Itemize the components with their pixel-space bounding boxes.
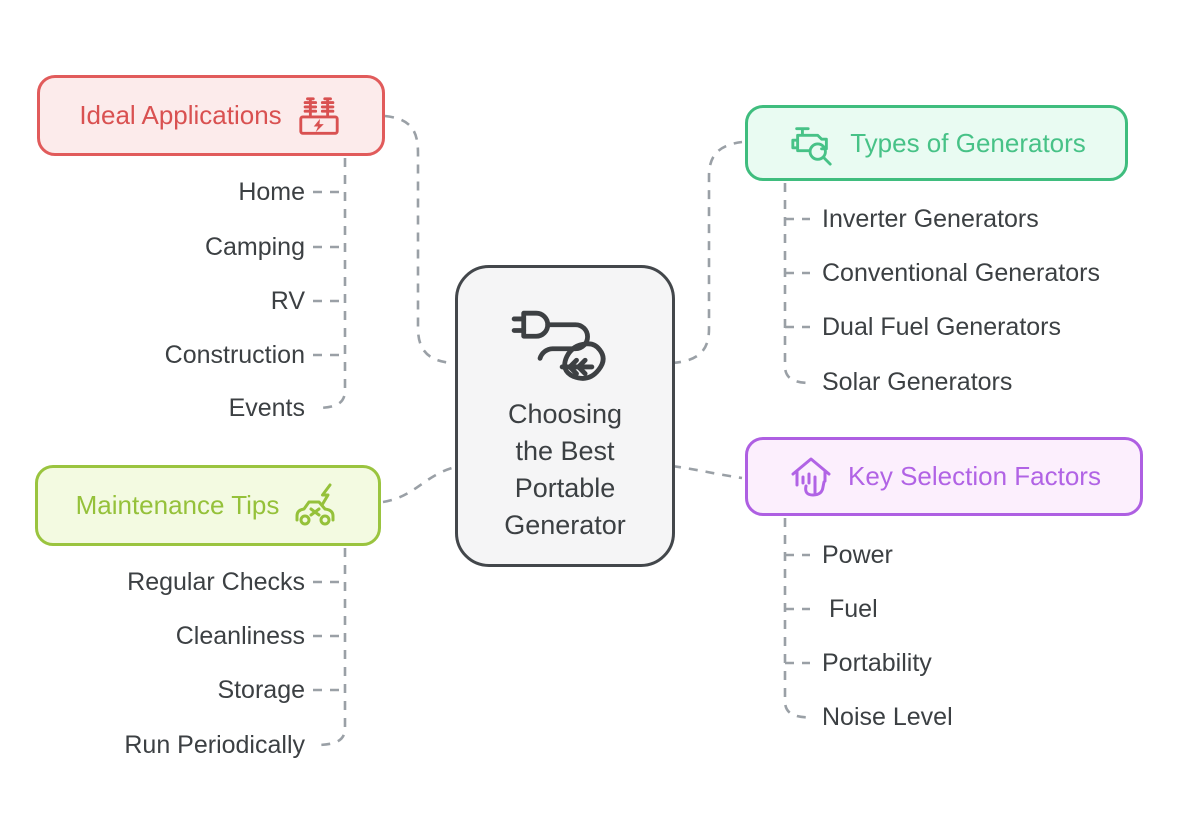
car-service-icon [292,482,340,530]
child-conventional-generators[interactable]: Conventional Generators [822,259,1100,287]
trunk-maintenance-children [317,548,347,747]
power-transformer-icon [295,93,343,139]
child-dual-fuel-generators[interactable]: Dual Fuel Generators [822,313,1062,341]
trunk-ideal-children [317,158,347,410]
child-construction[interactable]: Construction [164,341,305,369]
center-topic-text: Choosing the Best Portable Generator [504,396,626,544]
engine-search-icon [787,120,837,166]
child-rv[interactable]: RV [270,287,305,315]
plug-leaf-icon [506,294,624,390]
node-label: Key Selection Factors [848,461,1101,491]
connector-center-to-key [671,464,743,480]
child-run-periodically[interactable]: Run Periodically [124,731,305,759]
child-events[interactable]: Events [228,394,305,422]
node-label: Types of Generators [850,127,1086,158]
child-cleanliness[interactable]: Cleanliness [175,622,305,650]
center-line-2: the Best [515,436,615,466]
node-label: Ideal Applications [79,100,282,130]
node-types-of-generators[interactable]: Types of Generators [745,105,1128,181]
child-home[interactable]: Home [238,178,305,206]
center-line-4: Generator [504,510,626,540]
house-select-icon [787,453,835,501]
child-portability[interactable]: Portability [822,649,932,677]
center-line-3: Portable [514,473,616,503]
connector-center-to-types [671,140,743,365]
child-solar-generators[interactable]: Solar Generators [822,368,1013,396]
connector-ideal-to-center [384,114,453,365]
child-inverter-generators[interactable]: Inverter Generators [822,205,1039,233]
node-ideal-applications[interactable]: Ideal Applications [37,75,385,156]
node-key-selection-factors[interactable]: Key Selection Factors [745,437,1143,516]
center-line-1: Choosing [507,399,623,429]
connector-maintenance-to-center [382,466,453,504]
child-camping[interactable]: Camping [204,233,305,261]
trunk-key-children [783,518,810,719]
child-power[interactable]: Power [822,541,893,569]
trunk-types-children [783,183,810,385]
child-noise-level[interactable]: Noise Level [822,703,953,731]
child-fuel[interactable]: Fuel [829,595,878,623]
node-label: Maintenance Tips [75,490,280,520]
child-regular-checks[interactable]: Regular Checks [127,568,305,596]
node-maintenance-tips[interactable]: Maintenance Tips [35,465,381,546]
node-center-topic[interactable]: Choosing the Best Portable Generator [455,265,675,567]
child-storage[interactable]: Storage [217,676,305,704]
